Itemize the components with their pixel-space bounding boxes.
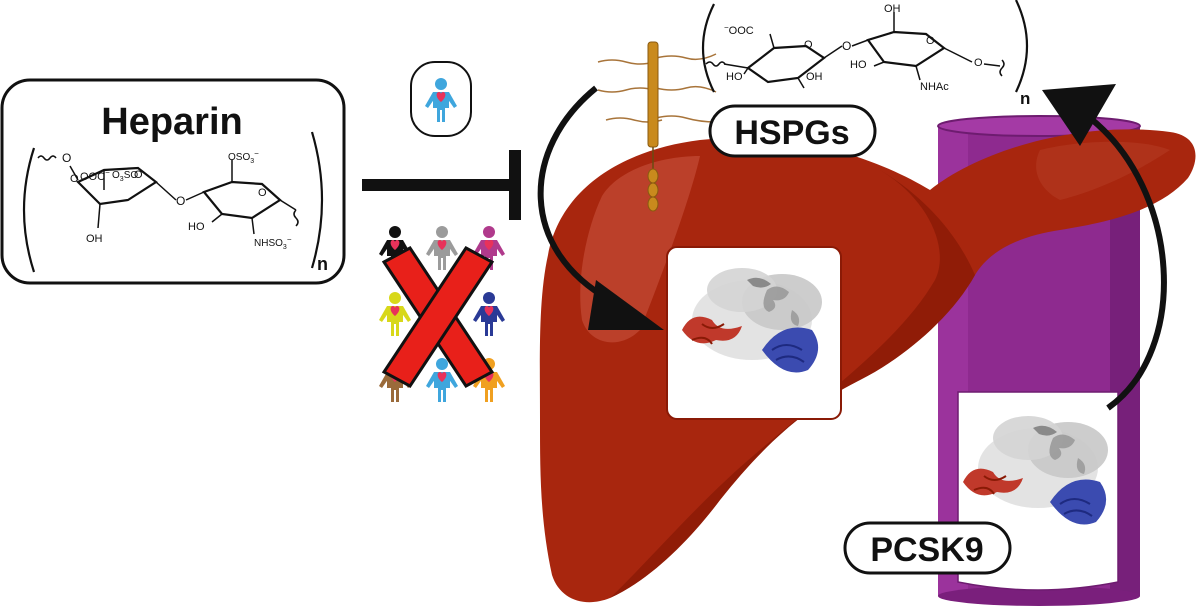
heparin-nhso3: NHSO3−: [254, 235, 292, 251]
pcsk9-structure-secreted-icon: [963, 416, 1108, 525]
heparin-left-bracket: [22, 147, 36, 273]
hspg-ho-left: HO: [726, 71, 743, 83]
heparin-title: Heparin: [101, 101, 242, 143]
hspg-oh-mid: OH: [806, 71, 823, 83]
heparin-oh: OH: [86, 233, 103, 245]
heparin-ooc-label: OOC−: [80, 168, 110, 183]
hspg-o-ring1: O: [804, 39, 813, 51]
secretion-arrow: [1042, 84, 1167, 411]
inhibition-arrow: [362, 150, 521, 220]
heparin-o-left: O: [62, 151, 71, 165]
heparin-n-subscript: n: [317, 254, 328, 274]
person-grey-icon: [426, 226, 458, 270]
single-patient-panel: [410, 61, 472, 137]
hspg-n-subscript: n: [1020, 89, 1030, 108]
hspgs-text: HSPGs: [734, 114, 849, 152]
hspg-rod: [597, 41, 717, 212]
hspg-ho-right: HO: [850, 59, 867, 71]
heparin-wavy-left: [37, 155, 57, 161]
pcsk9-text: PCSK9: [870, 531, 983, 569]
heparin-right-bracket: [310, 131, 324, 269]
hspg-nhac: NHAc: [920, 81, 949, 93]
pcsk9-structure-icon: [682, 268, 822, 373]
cylinder-bottom: [938, 586, 1140, 606]
hspgs-label: HSPGs: [708, 104, 877, 158]
heparin-o3so-label: O3SO: [112, 170, 138, 183]
pcsk9-label: PCSK9: [843, 521, 1012, 575]
arrowhead-up-icon: [1042, 84, 1116, 146]
hspg-o-link: O: [842, 39, 851, 53]
heparin-wavy-right: [293, 209, 299, 227]
hspg-o-ring2: O: [926, 35, 935, 47]
binding-arrow: [537, 85, 664, 330]
arrowhead-down-icon: [588, 280, 664, 330]
red-x-icon: [381, 246, 495, 388]
hspg-left-bracket: [701, 3, 715, 93]
person-navy-icon: [473, 292, 505, 336]
heparin-panel: Heparin n O O O OOC− O3SO OH O O OSO3− H…: [0, 78, 346, 285]
pcsk9-in-liver-panel: [666, 246, 842, 420]
heparin-ho: HO: [188, 221, 205, 233]
heparin-ooc: O: [70, 173, 79, 185]
population-grid: [379, 226, 505, 402]
hspg-right-bracket: [1015, 0, 1029, 93]
hspg-ooc: −OOC: [724, 23, 754, 37]
hspg-disaccharide: n O −OOC HO OH O O OH HO NHAc O: [701, 0, 1030, 108]
hspg-oh-top: OH: [884, 3, 901, 15]
heparin-oso3-top: OSO3−: [228, 149, 259, 165]
hspg-o-right: O: [974, 57, 983, 69]
heparin-o-link: O: [176, 194, 185, 208]
person-yellow-icon: [379, 292, 411, 336]
heparin-o-ring2: O: [258, 187, 267, 199]
heparin-box: [0, 78, 346, 285]
heparin-o-ring1: O: [134, 169, 143, 181]
